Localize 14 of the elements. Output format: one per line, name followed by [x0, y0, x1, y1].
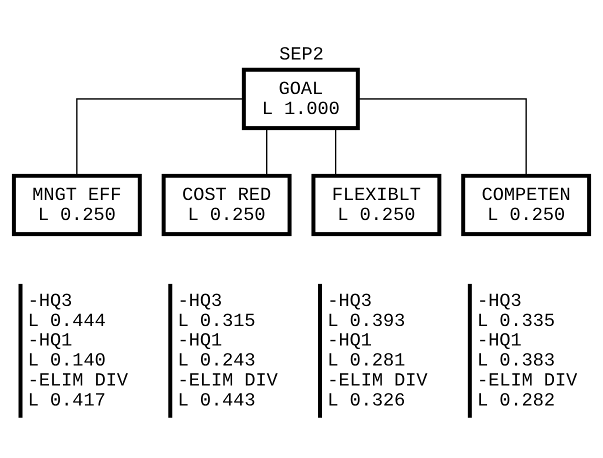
connector — [334, 128, 336, 176]
node-box: FLEXIBLT L 0.250 — [311, 173, 442, 236]
node-box: MNGT EFF L 0.250 — [12, 173, 142, 236]
node-box: COMPETEN L 0.250 — [461, 173, 592, 236]
node-text: -HQ3 L 0.315 -HQ1 L 0.243 -ELIM DIV L 0.443 — [178, 290, 278, 411]
node-text: -HQ3 L 0.444 -HQ1 L 0.140 -ELIM DIV L 0.417 — [28, 290, 128, 411]
diagram-title: SEP2 — [279, 44, 324, 65]
node-box: GOAL L 1.000 — [242, 67, 360, 130]
node-text: -HQ3 L 0.393 -HQ1 L 0.281 -ELIM DIV L 0.326 — [327, 290, 428, 411]
node-text: -HQ3 L 0.335 -HQ1 L 0.383 -ELIM DIV L 0.282 — [477, 290, 578, 411]
connector — [76, 98, 244, 175]
node-box: COST RED L 0.250 — [162, 173, 292, 236]
connector — [358, 98, 527, 175]
connector — [266, 128, 268, 176]
